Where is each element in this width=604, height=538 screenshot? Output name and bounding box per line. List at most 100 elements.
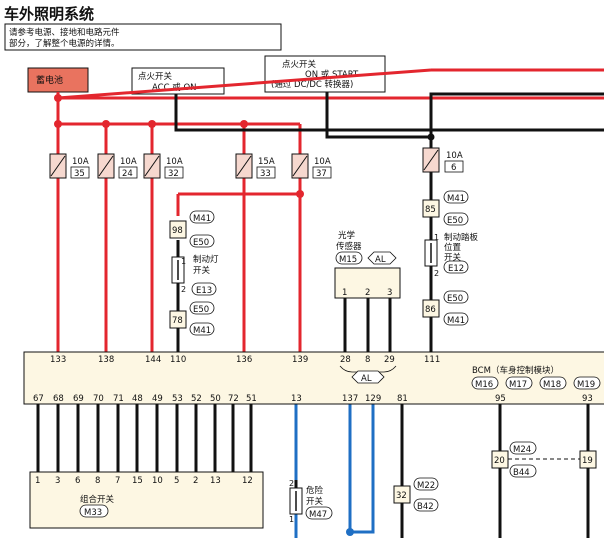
hazard-label-1: 危险 bbox=[306, 485, 324, 496]
bcm-bottom-pin-49: 49 bbox=[152, 394, 163, 404]
combo-pin-2: 2 bbox=[193, 476, 198, 486]
combo-pin-12: 12 bbox=[242, 476, 253, 486]
stop-lamp-conn-m41-2: M41 bbox=[193, 326, 211, 336]
connector-20-pin: 20 bbox=[494, 456, 505, 466]
bcm-bottom-pin-129: 129 bbox=[365, 394, 381, 404]
brake-pin-out: 86 bbox=[425, 305, 436, 315]
ign-on-line-3: (通过 DC/DC 转换器) bbox=[271, 79, 353, 90]
ign-acc-line-2: ACC 或 ON bbox=[152, 82, 197, 93]
fuse-35-num: 35 bbox=[74, 169, 85, 179]
ign-acc-box bbox=[131, 67, 225, 95]
ign-on-line-1: 点火开关 bbox=[282, 59, 317, 70]
connector-20-19: M24 20 19 B44 bbox=[491, 441, 597, 478]
hazard-switch: 2 1 危险 开关 M47 bbox=[289, 479, 333, 524]
blue-junction bbox=[346, 528, 354, 536]
combo-pin-5: 5 bbox=[174, 476, 179, 486]
hazard-pin-1: 1 bbox=[289, 515, 294, 524]
optical-pin-3: 3 bbox=[387, 288, 392, 298]
fuse-24: 10A 24 bbox=[97, 153, 138, 179]
note-line-2: 部分，了解整个电源的详情。 bbox=[9, 38, 120, 49]
bcm-conn-m19: M19 bbox=[577, 380, 595, 390]
connector-20-conn-b44: B44 bbox=[513, 468, 530, 478]
fuse-37-amp: 10A bbox=[314, 157, 331, 167]
ignition-junctions bbox=[427, 133, 435, 141]
bcm-bottom-pin-137: 137 bbox=[342, 394, 358, 404]
bcm-top-pin-29: 29 bbox=[384, 355, 395, 365]
stop-lamp-conn-m41: M41 bbox=[193, 214, 211, 224]
battery-wires bbox=[56, 68, 604, 352]
note-line-1: 请参考电源、接地和电路元件 bbox=[9, 27, 120, 38]
connector-32-conn-b42: B42 bbox=[417, 502, 434, 512]
stop-lamp-pin-1: 1 bbox=[181, 257, 186, 266]
battery-junctions bbox=[54, 94, 304, 198]
brake-label-1: 制动踏板 bbox=[444, 232, 479, 243]
fuse-33-amp: 15A bbox=[258, 157, 275, 167]
combo-pin-8: 8 bbox=[95, 476, 100, 486]
battery-label: 蓄电池 bbox=[36, 74, 63, 86]
bcm-bottom-pin-95: 95 bbox=[495, 394, 506, 404]
blue-wires bbox=[294, 404, 375, 538]
combo-conn-m33: M33 bbox=[84, 508, 102, 518]
bcm-conn-m17: M17 bbox=[509, 380, 527, 390]
combo-pin-3: 3 bbox=[55, 476, 60, 486]
connector-20-conn-m24: M24 bbox=[513, 445, 531, 455]
brake-conn-e12: E12 bbox=[448, 264, 464, 274]
bcm-conn-m18: M18 bbox=[543, 380, 561, 390]
ign-on-line-2: ON 或 START bbox=[305, 69, 359, 80]
bcm-conn-m16: M16 bbox=[475, 380, 493, 390]
brake-conn-m41-2: M41 bbox=[447, 316, 465, 326]
bcm-top-pin-139: 139 bbox=[292, 355, 308, 365]
brake-conn-e50-2: E50 bbox=[447, 294, 463, 304]
stop-lamp-pin-in: 98 bbox=[172, 226, 183, 236]
fuse-33: 15A 33 bbox=[235, 153, 276, 179]
optical-pin-2: 2 bbox=[365, 288, 370, 298]
fuse-32: 10A 32 bbox=[143, 153, 184, 179]
brake-pin-2: 2 bbox=[434, 269, 439, 278]
hazard-conn-m47: M47 bbox=[309, 510, 327, 520]
page-title: 车外照明系统 bbox=[4, 5, 94, 23]
optical-pin-1: 1 bbox=[342, 288, 347, 298]
ignition-wires bbox=[36, 92, 604, 538]
stop-lamp-label-2: 开关 bbox=[193, 265, 211, 276]
bcm-bottom-pin-53: 53 bbox=[172, 394, 183, 404]
brake-conn-e50: E50 bbox=[447, 216, 463, 226]
bcm-bottom-pin-72: 72 bbox=[228, 394, 239, 404]
battery-box bbox=[27, 67, 89, 93]
brake-label-3: 开关 bbox=[444, 252, 462, 263]
stop-lamp-conn-e13: E13 bbox=[196, 286, 212, 296]
combination-switch: 1 3 6 8 7 15 10 5 2 13 12 组合开关 M33 bbox=[29, 471, 264, 529]
bcm-top-pin-111: 111 bbox=[424, 355, 440, 365]
brake-label-2: 位置 bbox=[444, 242, 462, 253]
fuse-32-num: 32 bbox=[168, 169, 179, 179]
note-box bbox=[4, 23, 282, 51]
brake-pin-1: 1 bbox=[434, 233, 439, 242]
connector-32-conn-m22: M22 bbox=[417, 481, 435, 491]
bcm-top-pin-133: 133 bbox=[50, 355, 66, 365]
bcm-bottom-pin-70: 70 bbox=[93, 394, 104, 404]
combo-pin-15: 15 bbox=[132, 476, 143, 486]
bcm-module: 133 138 144 110 136 139 28 8 29 111 AL B… bbox=[23, 351, 604, 405]
fuse-32-amp: 10A bbox=[166, 157, 183, 167]
bcm-bottom-pin-93: 93 bbox=[582, 394, 593, 404]
bcm-top-pin-8: 8 bbox=[365, 355, 370, 365]
bcm-top-pin-110: 110 bbox=[170, 355, 186, 365]
bcm-bottom-pin-68: 68 bbox=[53, 394, 64, 404]
connector-32-pin: 32 bbox=[396, 491, 407, 501]
connector-32: 32 M22 B42 bbox=[393, 477, 439, 512]
bcm-top-pin-138: 138 bbox=[98, 355, 114, 365]
stop-lamp-switch: 98 M41 E50 1 2 制动灯 开关 E13 E50 78 M41 bbox=[169, 210, 219, 336]
combo-pin-1: 1 bbox=[35, 476, 40, 486]
bcm-bottom-pin-13: 13 bbox=[291, 394, 302, 404]
brake-pedal-switch: M41 85 E50 1 2 制动踏板 位置 开关 E12 E50 86 M41 bbox=[422, 190, 479, 326]
bcm-bottom-pin-71: 71 bbox=[113, 394, 124, 404]
bcm-bottom-pin-69: 69 bbox=[73, 394, 84, 404]
bcm-top-pin-136: 136 bbox=[236, 355, 252, 365]
combo-pin-10: 10 bbox=[152, 476, 163, 486]
connector-19-pin: 19 bbox=[582, 456, 593, 466]
hazard-label-2: 开关 bbox=[306, 496, 324, 507]
bcm-label: BCM（车身控制模块） bbox=[472, 365, 559, 376]
optical-conn-m15: M15 bbox=[339, 255, 357, 265]
fuse-33-num: 33 bbox=[260, 169, 271, 179]
bcm-bottom-pin-51: 51 bbox=[246, 394, 257, 404]
